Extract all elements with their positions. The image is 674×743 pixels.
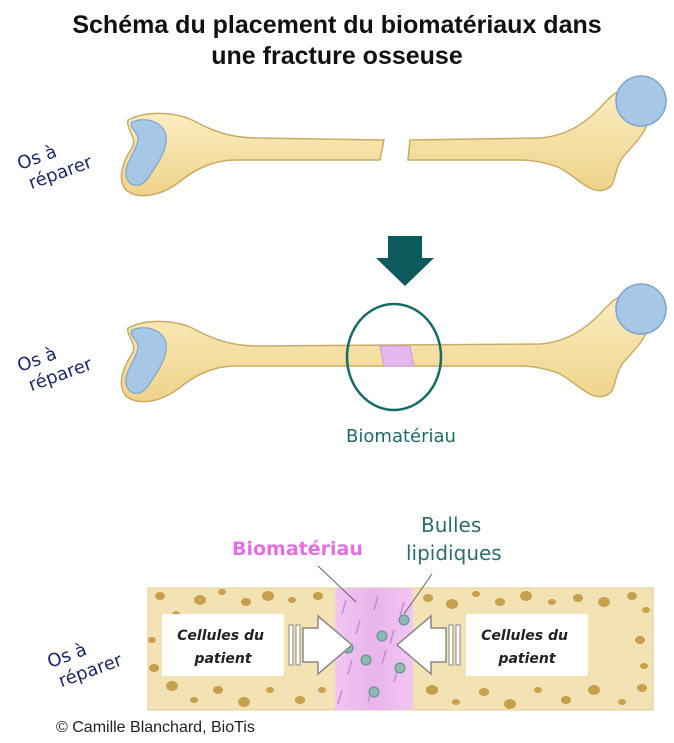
- bone-pore: [295, 696, 305, 704]
- cartilage-right-head: [616, 76, 666, 126]
- biomateriau-caption: Biomatériau: [346, 426, 456, 447]
- bone-pore: [637, 684, 647, 692]
- porous-detail: Cellules du patient Cellules du patient: [148, 588, 653, 710]
- repaired-bone: [121, 284, 666, 402]
- bone-pore: [313, 592, 323, 600]
- bone-pore: [479, 688, 489, 696]
- bone-pore: [218, 589, 226, 595]
- lipid-bubble: [377, 631, 387, 641]
- bone-pore: [573, 594, 583, 602]
- lipid-bubble: [361, 655, 371, 665]
- bone-pore: [640, 663, 648, 669]
- bone-pore: [213, 686, 223, 694]
- bone-pore: [166, 681, 178, 691]
- lipid-bubble: [369, 687, 379, 697]
- label-os-a-reparer-2: Os à réparer: [15, 333, 96, 398]
- fractured-bone: [121, 76, 666, 196]
- bone-pore: [149, 664, 159, 672]
- bone-pore: [266, 687, 274, 693]
- label-os-a-reparer-3: Os à réparer: [45, 629, 126, 694]
- bone-pore: [598, 597, 610, 607]
- bone-pore: [627, 592, 637, 600]
- bone-pore: [155, 592, 165, 600]
- bone-pore: [452, 699, 460, 705]
- bone-pore: [288, 597, 296, 603]
- bone-pore: [642, 607, 650, 613]
- biomateriau-label-pink: Biomatériau: [232, 538, 363, 560]
- bone-pore: [548, 599, 556, 605]
- bone-pore: [561, 696, 571, 704]
- bone-pore: [148, 637, 156, 643]
- cartilage-right-head-middle: [616, 284, 666, 334]
- bone-pore: [520, 591, 532, 601]
- down-arrow-icon: [376, 236, 434, 286]
- bone-pore: [238, 697, 250, 707]
- bone-pore: [426, 685, 438, 695]
- biomaterial-insert: [380, 346, 414, 366]
- lipid-bubble: [399, 615, 409, 625]
- bone-right-fragment: [408, 90, 648, 191]
- bone-pore: [534, 687, 542, 693]
- bone-pore: [446, 599, 458, 609]
- bone-pore: [588, 685, 600, 695]
- bone-pore: [241, 598, 251, 606]
- label-os-a-reparer-1: Os à réparer: [15, 131, 96, 196]
- bone-pore: [472, 591, 480, 597]
- copyright-credit: © Camille Blanchard, BioTis: [56, 719, 255, 737]
- bulles-lipidiques-label: Bulles lipidiques: [406, 513, 502, 565]
- bone-pore: [190, 697, 198, 703]
- bone-pore: [504, 699, 516, 709]
- lipid-bubble: [395, 663, 405, 673]
- bone-pore: [495, 598, 505, 606]
- bone-pore: [618, 699, 626, 705]
- bone-pore: [262, 591, 274, 601]
- bone-pore: [194, 595, 206, 605]
- bone-pore: [423, 594, 433, 602]
- bone-pore: [318, 687, 326, 693]
- bone-pore: [635, 636, 645, 644]
